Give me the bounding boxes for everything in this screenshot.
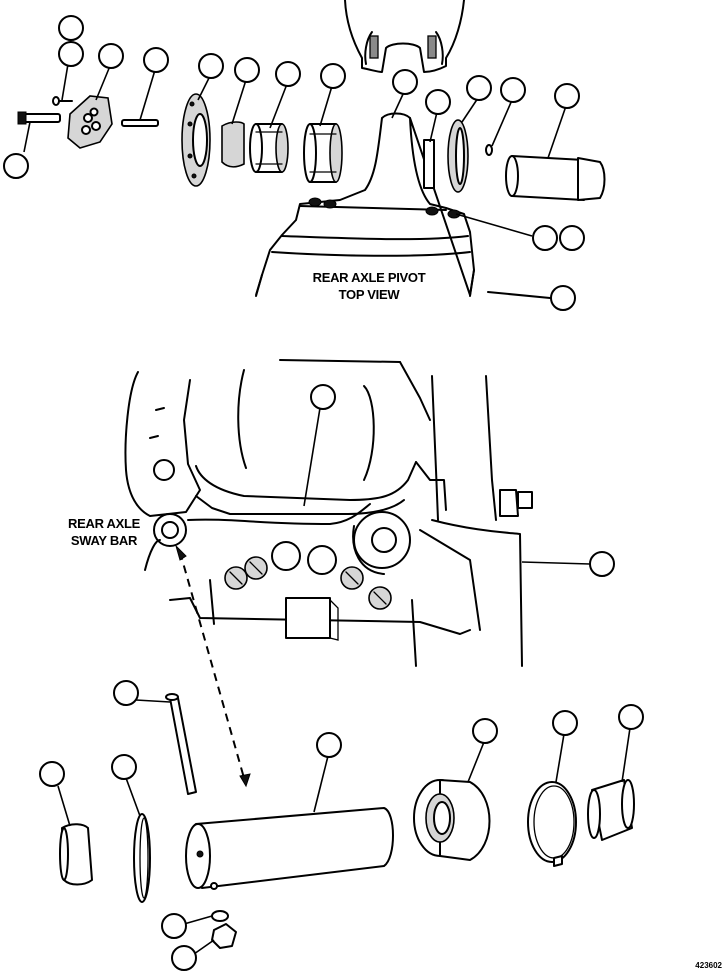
callout-bubble bbox=[554, 83, 580, 109]
callout-bubble bbox=[111, 754, 137, 780]
callout-bubble bbox=[58, 41, 84, 67]
callout-bubble bbox=[589, 551, 615, 577]
callout-bubble bbox=[550, 285, 576, 311]
pivot-label-line1: REAR AXLE PIVOT bbox=[313, 270, 426, 285]
figure-number: 423602 bbox=[695, 961, 722, 970]
arrow-head-bottom bbox=[239, 773, 251, 788]
callout-bubble bbox=[58, 15, 84, 41]
callout-bubble bbox=[392, 69, 418, 95]
pivot-exploded-parts bbox=[17, 93, 606, 201]
callout-bubble bbox=[171, 945, 197, 971]
pivot-frame-top bbox=[344, 0, 465, 73]
callout-bubble bbox=[275, 61, 301, 87]
callout-bubble bbox=[425, 89, 451, 115]
callout-bubble bbox=[3, 153, 29, 179]
sway-bar-label-line1: REAR AXLE bbox=[68, 516, 141, 531]
callout-bubble bbox=[39, 761, 65, 787]
callout-bubble bbox=[310, 384, 336, 410]
callout-bubble bbox=[198, 53, 224, 79]
sway-bar-exploded-parts bbox=[59, 693, 635, 949]
callout-bubble bbox=[472, 718, 498, 744]
callout-bubble bbox=[234, 57, 260, 83]
callout-bubble bbox=[559, 225, 585, 251]
callout-bubble bbox=[320, 63, 346, 89]
callout-bubble bbox=[98, 43, 124, 69]
pivot-label-line2: TOP VIEW bbox=[339, 287, 401, 302]
machine-frame bbox=[124, 359, 533, 667]
callout-bubble bbox=[552, 710, 578, 736]
callout-group bbox=[3, 15, 644, 971]
callout-bubble bbox=[618, 704, 644, 730]
callout-bubble bbox=[113, 680, 139, 706]
alignment-dashed-line bbox=[179, 551, 245, 779]
callout-bubble bbox=[500, 77, 526, 103]
callout-bubble bbox=[161, 913, 187, 939]
callout-bubble bbox=[532, 225, 558, 251]
callout-bubble bbox=[466, 75, 492, 101]
callout-bubble bbox=[143, 47, 169, 73]
arrow-head-top bbox=[174, 544, 187, 561]
pivot-housing bbox=[255, 112, 551, 299]
sway-bar-label-line2: SWAY BAR bbox=[71, 533, 138, 548]
callout-bubble bbox=[316, 732, 342, 758]
